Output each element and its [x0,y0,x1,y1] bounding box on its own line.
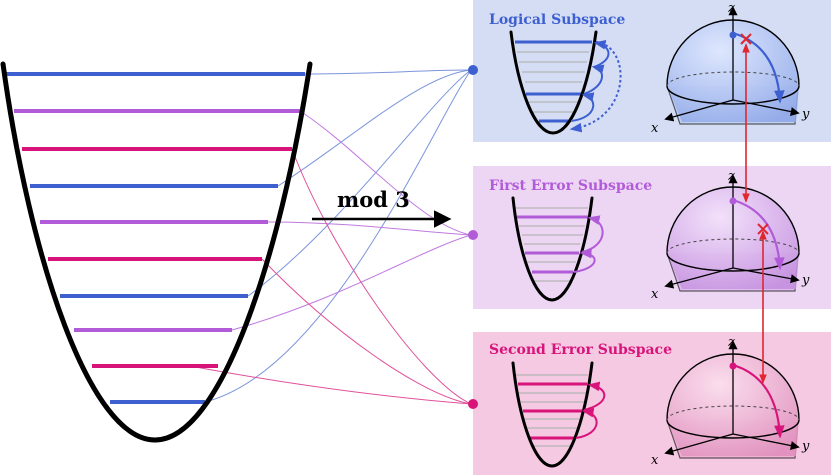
logical-panel-title: Logical Subspace [489,12,625,28]
second-error-axis-x: x [651,453,659,468]
logical-dot [468,65,478,75]
logical-axis-y: y [801,107,810,122]
first-error-axis-x: x [651,287,659,302]
mod-label: mod 3 [337,187,410,212]
second-error-mini-well [511,361,606,468]
first-error-axis-z: z [727,169,735,184]
logical-hemisphere [664,6,800,125]
first-error-panel-title: First Error Subspace [489,178,652,194]
first-error-dot [468,230,478,240]
error-transition-arrows [742,43,767,384]
first-error-axis-y: y [801,273,810,288]
potential-well [0,61,313,443]
second-error-panel-title: Second Error Subspace [489,342,672,358]
second-error-axis-y: y [801,439,810,454]
energy-levels [6,72,305,404]
second-error-dot [468,399,478,409]
second-error-axis-z: z [727,335,735,350]
connection-curves [189,69,472,405]
logical-axis-x: x [651,121,659,136]
logical-axis-z: z [727,1,735,16]
first-error-mini-well [511,196,604,302]
error-cross-icon [740,33,769,235]
logical-mini-well [509,30,622,135]
